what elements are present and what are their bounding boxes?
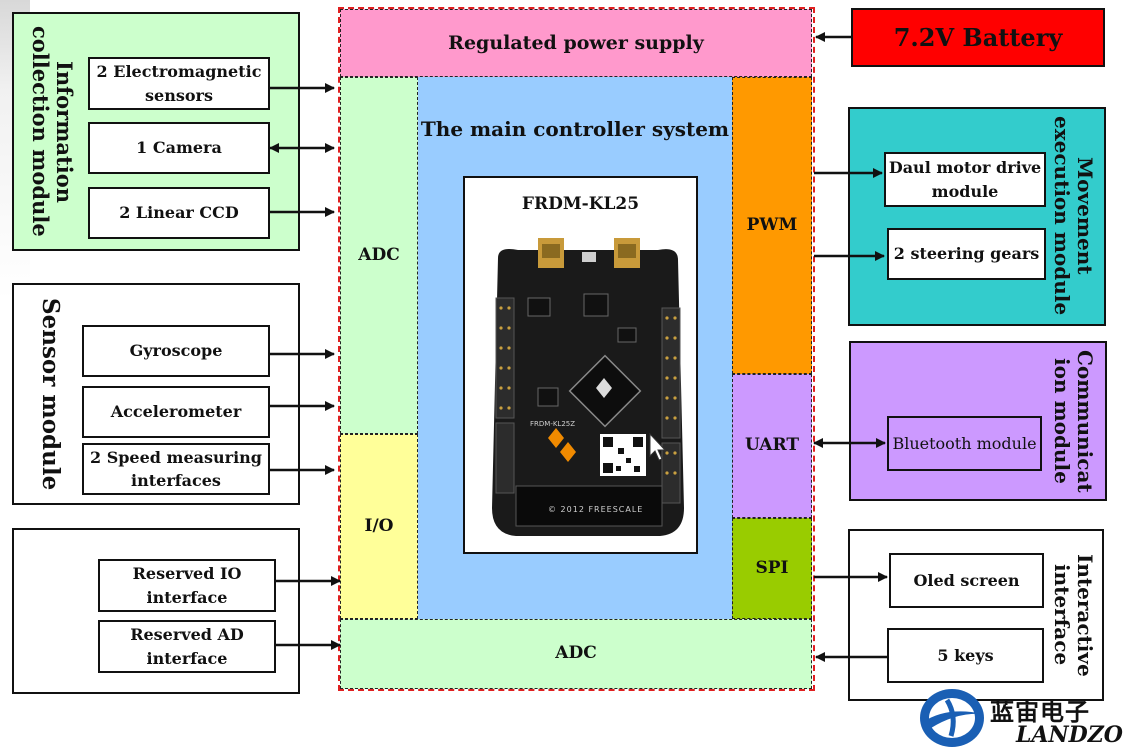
information-collection-module-title: Information collection module (28, 26, 78, 237)
speed-measuring-interfaces-box: 2 Speed measuring interfaces (82, 443, 270, 495)
five-keys-box: 5 keys (887, 628, 1044, 683)
logo-english-text: LANDZO (1016, 722, 1123, 748)
logo-chinese-text: 蓝宙电子 (990, 698, 1090, 726)
accelerometer-box: Accelerometer (82, 386, 270, 438)
battery-box: 7.2V Battery (851, 8, 1105, 67)
adc-bottom-block: ADC (340, 619, 812, 689)
camera-box: 1 Camera (88, 122, 270, 174)
electromagnetic-sensors-box: 2 Electromagnetic sensors (88, 57, 270, 110)
regulated-power-supply: Regulated power supply (340, 9, 812, 77)
adc-left-block: ADC (340, 77, 418, 434)
movement-execution-module-title: Movement execution module (1050, 116, 1097, 316)
core-controller-frame (338, 7, 815, 691)
bluetooth-module-box: Bluetooth module (887, 416, 1042, 471)
reserved-io-interface-box: Reserved IO interface (98, 559, 276, 612)
dual-motor-drive-module-box: Daul motor drive module (884, 152, 1046, 207)
frdm-kl25-board-image (492, 238, 684, 536)
communication-module-title: Communicat ion module (1050, 349, 1097, 493)
landzo-logo-icon (920, 689, 984, 747)
board-model-silk: FRDM-KL25Z (530, 420, 576, 428)
movement-execution-module (848, 107, 1106, 326)
sensor-module-title: Sensor module (37, 297, 65, 491)
uart-block: UART (732, 374, 812, 518)
steering-gears-box: 2 steering gears (887, 228, 1046, 280)
spi-block: SPI (732, 518, 812, 619)
pwm-block: PWM (732, 77, 812, 374)
oled-screen-box: Oled screen (889, 553, 1044, 608)
io-block: I/O (340, 434, 418, 619)
gyroscope-box: Gyroscope (82, 325, 270, 377)
linear-ccd-box: 2 Linear CCD (88, 187, 270, 239)
reserved-ad-interface-box: Reserved AD interface (98, 620, 276, 673)
main-controller-title: The main controller system (420, 117, 730, 141)
board-title: FRDM-KL25 (521, 194, 640, 215)
board-copyright-silk: © 2012 FREESCALE (548, 505, 644, 514)
interactive-interface-title: Interactive interface (1050, 553, 1097, 677)
